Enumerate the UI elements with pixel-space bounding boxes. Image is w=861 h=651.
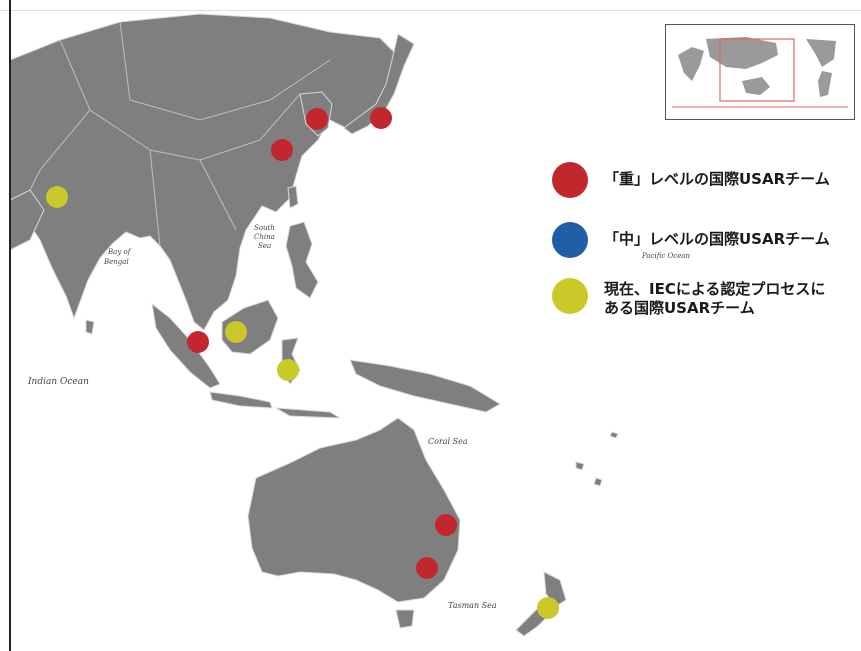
indonesia-team-marker[interactable] (277, 359, 299, 381)
tasman-sea-label: Tasman Sea (448, 601, 497, 610)
india-team-marker[interactable] (46, 186, 68, 208)
queensland-team-marker[interactable] (435, 514, 457, 536)
coral-sea-label: Coral Sea (428, 437, 468, 446)
inset-view-extent (719, 38, 795, 102)
tasmania-landmass (395, 609, 415, 629)
locator-inset-map (665, 24, 855, 120)
philippines-landmass (285, 221, 319, 299)
legend-swatch-medium (552, 222, 588, 258)
legend-label-in-process: 現在、IECによる認定プロセスに ある国際USARチーム (604, 280, 826, 317)
inset-asia (706, 37, 778, 69)
japan-landmass (343, 33, 415, 135)
sri-lanka-landmass (85, 319, 95, 335)
legend-label-heavy: 「重」レベルの国際USARチーム (604, 170, 830, 188)
south-china-sea-label-2: China (254, 233, 275, 241)
country-borders (29, 21, 331, 247)
pacific-ocean-label: Pacific Ocean (641, 252, 691, 260)
legend-item-medium: 「中」レベルの国際USARチーム (552, 222, 830, 258)
java-landmass (209, 391, 273, 409)
sumatra-landmass (151, 302, 221, 389)
pacific-islands (575, 431, 619, 487)
japan-team-marker[interactable] (370, 107, 392, 129)
inset-south-america (818, 71, 832, 97)
singapore-team-marker[interactable] (187, 331, 209, 353)
bay-of-bengal-label-1: Bay of (107, 248, 132, 256)
beijing-team-marker[interactable] (271, 139, 293, 161)
australia-landmass (247, 417, 461, 603)
new-guinea-landmass (349, 359, 501, 413)
legend-item-in-process: 現在、IECによる認定プロセスに ある国際USARチーム (552, 278, 825, 318)
south-china-sea-label-3: Sea (258, 242, 271, 250)
malaysia-team-marker[interactable] (225, 321, 247, 343)
team-markers (46, 107, 559, 619)
korea-team-marker[interactable] (306, 108, 328, 130)
locator-inset-svg (672, 37, 848, 108)
taiwan-landmass (287, 185, 299, 209)
frame-top-line (0, 10, 861, 11)
inset-africa-europe (678, 47, 704, 81)
legend-swatch-heavy (552, 162, 588, 198)
frame-left-line (9, 0, 11, 651)
bay-of-bengal-label-2: Bengal (103, 258, 129, 266)
inset-north-america (806, 39, 836, 67)
legend-item-heavy: 「重」レベルの国際USARチーム (552, 162, 830, 198)
legend-swatch-in-process (552, 278, 588, 314)
inset-australia (742, 77, 770, 95)
legend-label-medium: 「中」レベルの国際USARチーム (604, 230, 830, 248)
nsw-team-marker[interactable] (416, 557, 438, 579)
lesser-sunda-landmass (275, 407, 341, 419)
south-china-sea-label-1: South (254, 224, 275, 232)
new-zealand-team-marker[interactable] (537, 597, 559, 619)
asia-landmass (9, 13, 401, 331)
indian-ocean-label: Indian Ocean (27, 377, 89, 387)
